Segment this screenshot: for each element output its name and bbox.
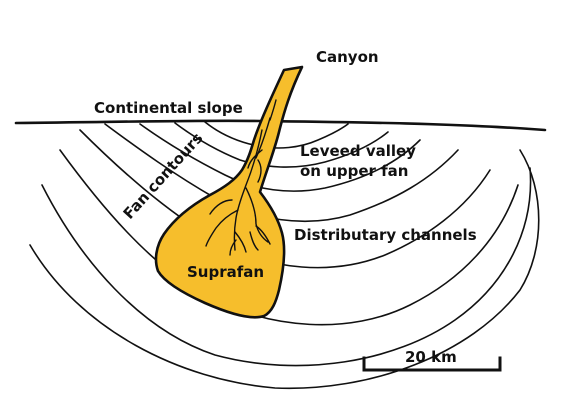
fan-contours-group bbox=[29, 121, 540, 390]
fan-contour-1 bbox=[29, 149, 540, 390]
channel-right-lower bbox=[249, 225, 271, 251]
channel-left bbox=[205, 209, 239, 247]
continental-slope-label: Continental slope bbox=[94, 99, 243, 117]
distributary-channels-label: Distributary channels bbox=[294, 226, 477, 244]
channel-left-upper bbox=[209, 199, 233, 215]
fan-contour-4 bbox=[79, 129, 491, 269]
scale-bar-label: 20 km bbox=[405, 348, 457, 366]
fan-contour-5 bbox=[104, 123, 459, 223]
channel-main bbox=[233, 129, 263, 251]
scale-bar: 20 km bbox=[362, 348, 502, 372]
leveed-valley-label-line1: Leveed valley bbox=[300, 142, 416, 160]
fan-contour-8 bbox=[204, 121, 349, 149]
canyon-label: Canyon bbox=[316, 48, 379, 66]
fan-contour-7 bbox=[174, 122, 389, 168]
scale-bar-line bbox=[362, 356, 502, 372]
distributary-channels-group bbox=[205, 99, 277, 256]
leveed-valley-label-line2: on upper fan bbox=[300, 162, 408, 180]
channel-center-lower bbox=[229, 231, 247, 256]
fan-contour-2 bbox=[41, 167, 532, 367]
suprafan-label: Suprafan bbox=[187, 263, 264, 281]
fan-contour-6 bbox=[139, 123, 421, 192]
fan-contour-3 bbox=[59, 149, 519, 326]
levee-branch bbox=[247, 149, 263, 183]
canyon-and-fan-shape bbox=[154, 65, 304, 319]
channel-right bbox=[245, 187, 269, 243]
